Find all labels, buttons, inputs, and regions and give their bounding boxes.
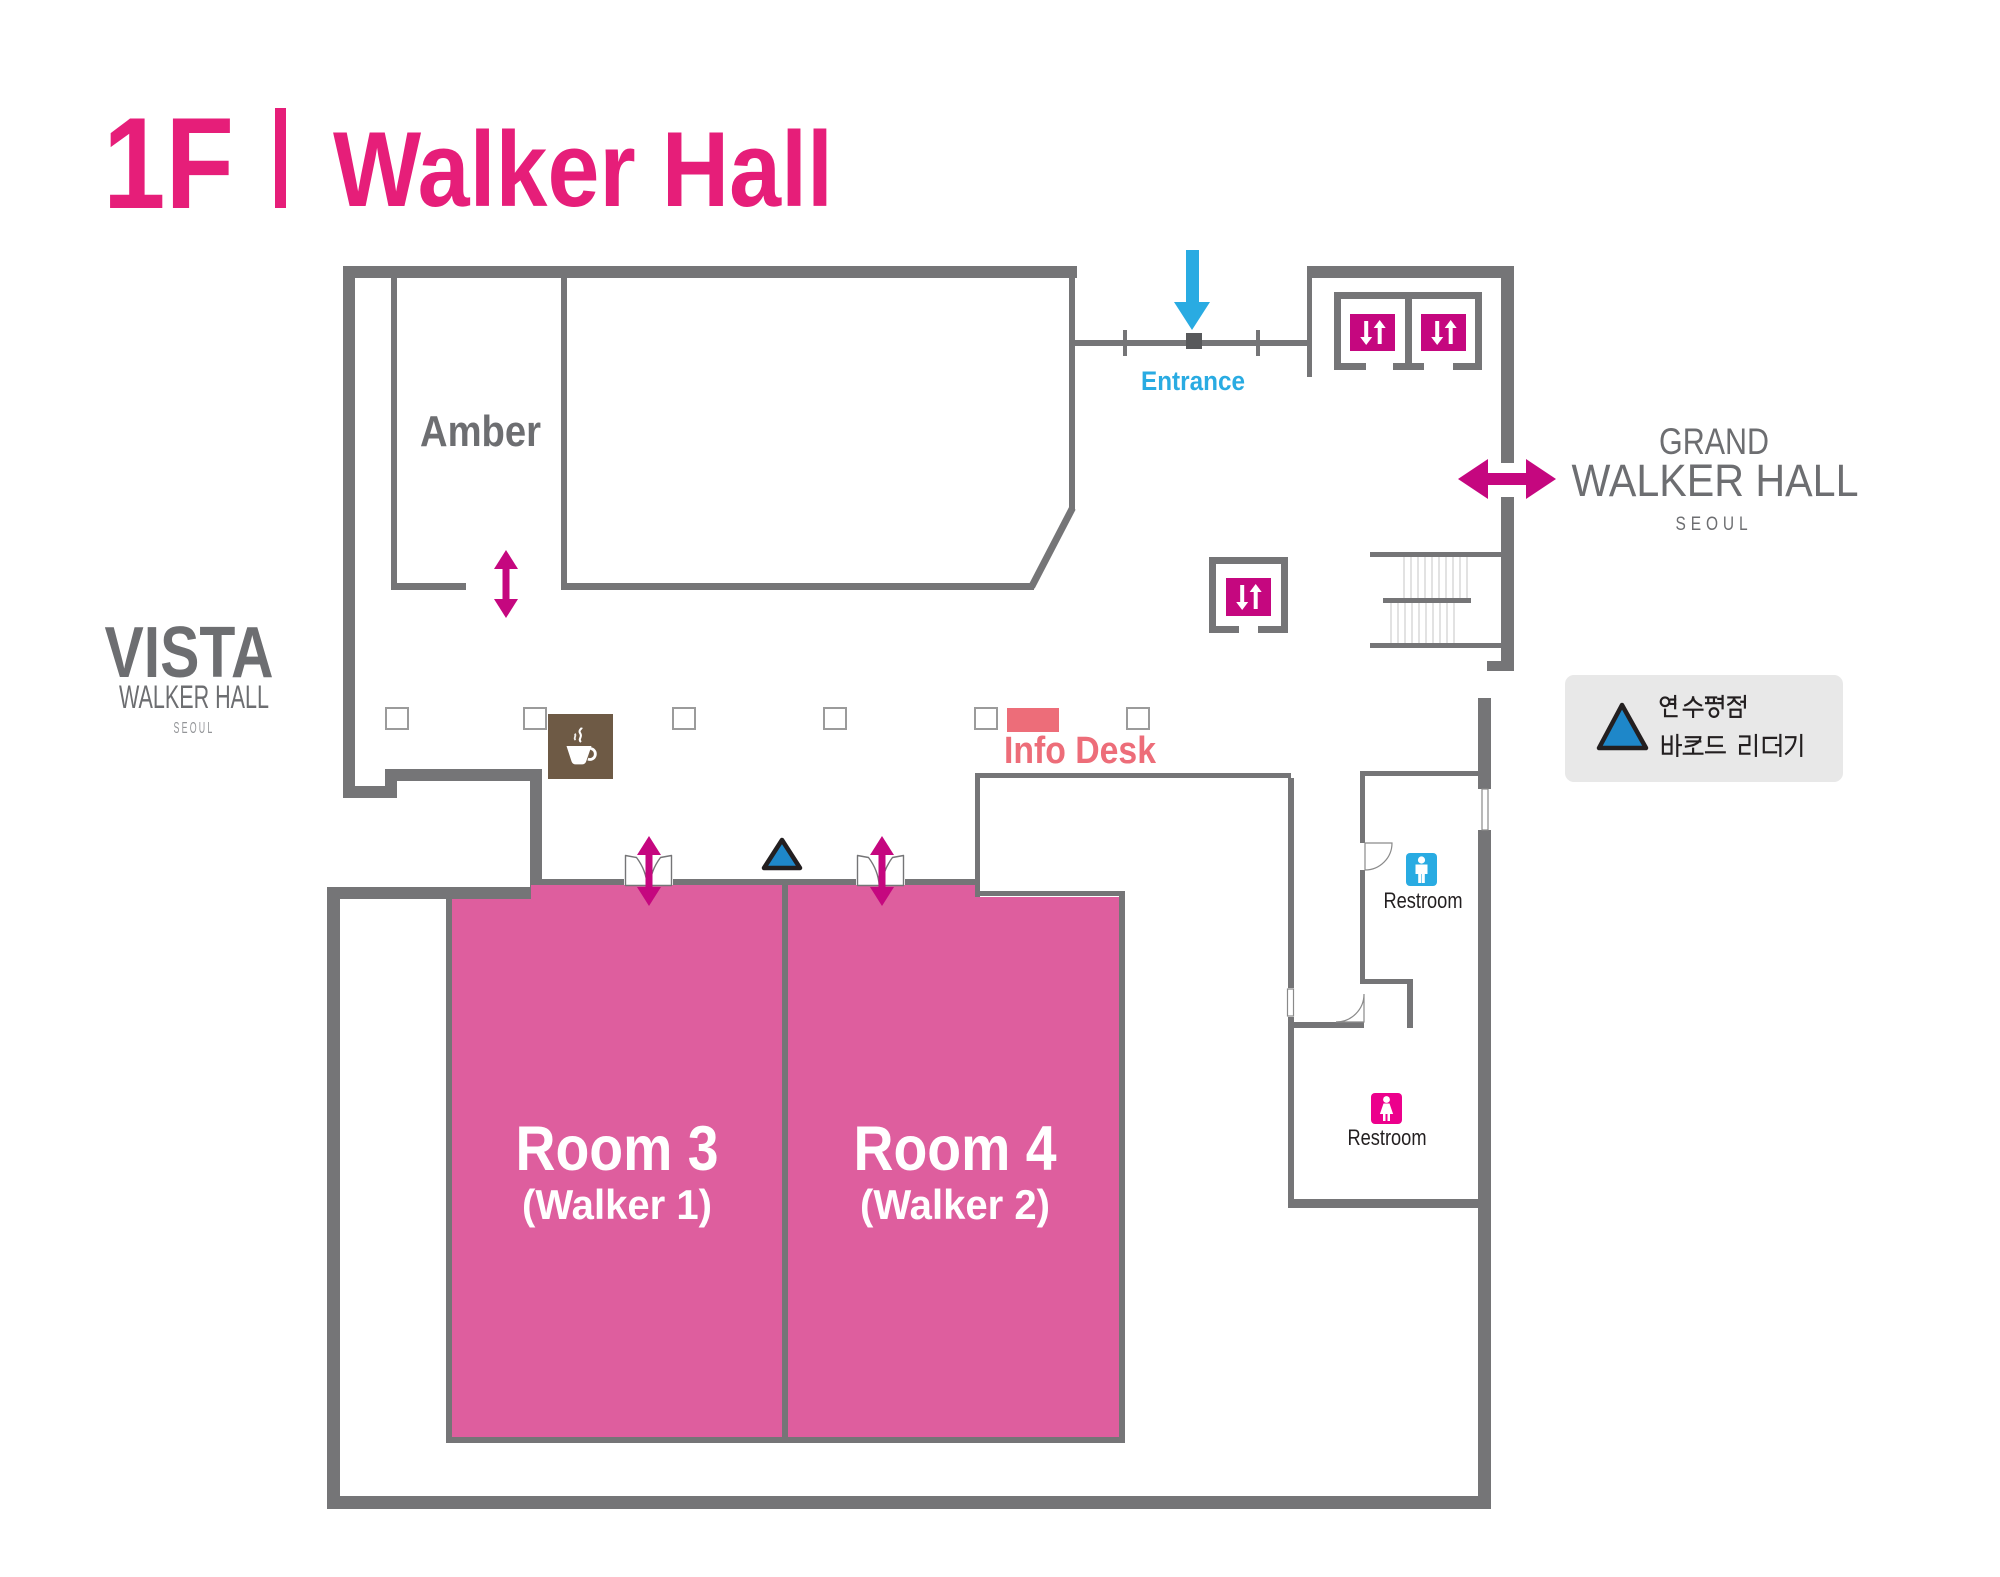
- svg-text:Room 3: Room 3: [516, 1114, 719, 1184]
- svg-text:Restroom: Restroom: [1348, 1125, 1427, 1150]
- svg-text:Walker Hall: Walker Hall: [333, 109, 833, 229]
- svg-text:Amber: Amber: [420, 407, 541, 456]
- svg-text:WALKER HALL: WALKER HALL: [119, 679, 269, 715]
- svg-text:Room 4: Room 4: [854, 1114, 1057, 1184]
- svg-text:(Walker 2): (Walker 2): [860, 1181, 1050, 1228]
- svg-text:Info Desk: Info Desk: [1004, 730, 1157, 772]
- svg-text:WALKER HALL: WALKER HALL: [1572, 455, 1859, 506]
- svg-text:VISTA: VISTA: [105, 613, 274, 693]
- svg-text:(Walker 1): (Walker 1): [522, 1181, 712, 1228]
- svg-text:Entrance: Entrance: [1141, 366, 1245, 396]
- svg-text:Restroom: Restroom: [1384, 888, 1463, 913]
- svg-text:SEOUL: SEOUL: [174, 720, 215, 737]
- svg-text:1F: 1F: [103, 90, 234, 236]
- svg-text:GRAND: GRAND: [1659, 421, 1769, 462]
- svg-text:SEOUL: SEOUL: [1676, 514, 1753, 535]
